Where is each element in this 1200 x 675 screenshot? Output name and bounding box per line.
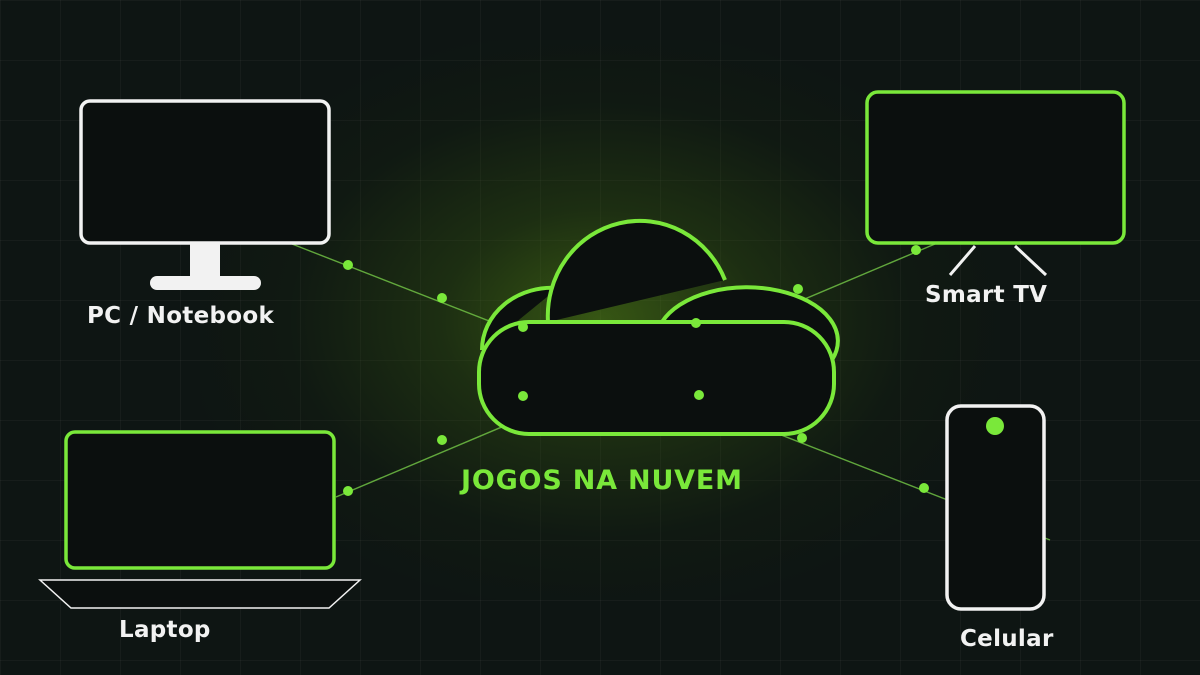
tv-leg-left — [948, 245, 977, 276]
label-pc-notebook: PC / Notebook — [87, 303, 275, 329]
phone-body — [945, 404, 1046, 611]
tv-screen — [865, 90, 1126, 245]
connection-dots — [343, 245, 929, 496]
tv-icon — [865, 90, 1126, 277]
connection-dot — [518, 391, 528, 401]
label-celular: Celular — [960, 626, 1054, 652]
monitor-icon — [79, 99, 331, 290]
phone-icon — [945, 404, 1046, 611]
monitor-neck — [190, 244, 220, 278]
cloud-base — [477, 320, 836, 436]
tv-leg-right — [1013, 244, 1048, 277]
laptop-screen — [64, 430, 336, 570]
cloud-bump-center — [545, 218, 727, 323]
label-smart-tv: Smart TV — [925, 282, 1048, 308]
connection-dot — [919, 483, 929, 493]
laptop-icon — [38, 430, 362, 609]
phone-camera-dot — [986, 417, 1004, 435]
connection-dot — [437, 293, 447, 303]
monitor-base — [150, 276, 261, 290]
connection-dot — [797, 433, 807, 443]
laptop-base — [38, 579, 362, 609]
connection-dot — [911, 245, 921, 255]
label-laptop: Laptop — [119, 617, 211, 643]
connection-dot — [793, 284, 803, 294]
diagram-title: JOGOS NA NUVEM — [461, 465, 743, 496]
connection-dot — [343, 260, 353, 270]
cloud-icon — [477, 218, 840, 436]
connection-dot — [343, 486, 353, 496]
connection-dot — [437, 435, 447, 445]
connection-dot — [691, 318, 701, 328]
connection-dot — [694, 390, 704, 400]
connection-dot — [518, 322, 528, 332]
monitor-screen — [79, 99, 331, 245]
